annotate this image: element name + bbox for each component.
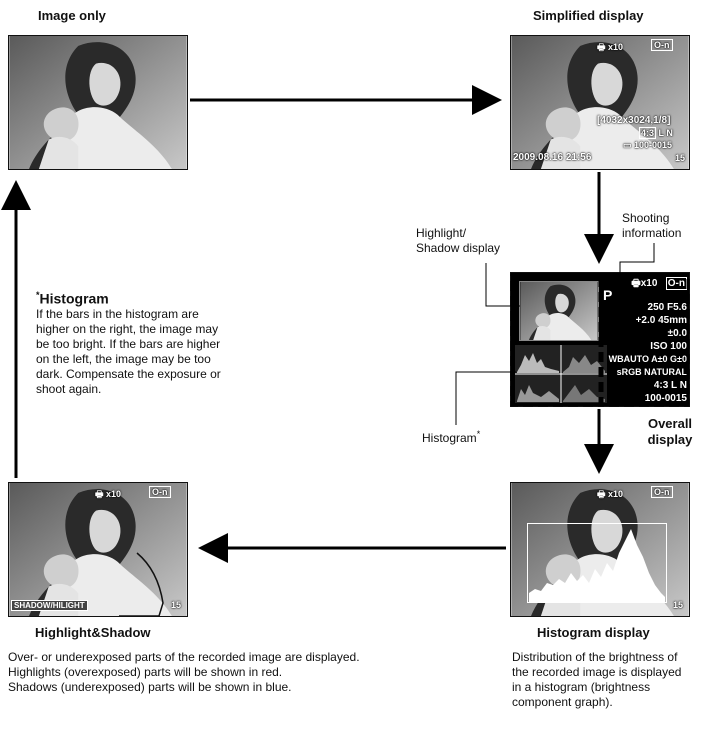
protect-icon: O-n: [651, 486, 673, 498]
simplified-display-screen: 🖶 x10 O-n [4032x3024,1/8] 4:3 L N ▭ 100-…: [510, 35, 690, 170]
info-shooting-mode: P: [603, 287, 613, 303]
info-shutter-aperture: 250 F5.6: [647, 302, 687, 313]
highlight-shadow-screen: 🖶 x10 O-n SHADOW/HILIGHT 15: [8, 482, 188, 617]
info-white-balance: WBAUTO A±0 G±0: [608, 354, 687, 364]
photo-image: [9, 483, 187, 616]
protect-icon: O-n: [651, 39, 673, 51]
callout-histogram: [455, 371, 516, 425]
overall-histogram: [515, 345, 607, 403]
shadow-hilight-badge: SHADOW/HILIGHT: [11, 600, 88, 611]
histogram-note-title: *Histogram: [36, 290, 109, 307]
file-number: ▭ 100-0015: [623, 140, 673, 150]
callout-highlight-shadow: [485, 263, 520, 307]
image-only-screen: [8, 35, 188, 170]
datetime-text: 2009.08.16 21:56: [513, 152, 592, 163]
histogram-label: Histogram*: [422, 429, 481, 445]
print-reservation: 🖶 x10: [597, 489, 624, 499]
highlight-shadow-display-label: Highlight/ Shadow display: [416, 226, 501, 255]
highlight-shadow-description: Over- or underexposed parts of the recor…: [8, 650, 360, 694]
info-file-number: 100-0015: [644, 393, 687, 404]
print-reservation: 🖶 x10: [95, 489, 122, 499]
frame-number: 15: [675, 153, 686, 163]
info-aspect-quality: 4:3 L N: [653, 380, 687, 391]
print-reservation: 🖶 x10: [597, 42, 624, 52]
overall-display-title: Overall display: [647, 416, 693, 447]
highlight-shadow-title: Highlight&Shadow: [35, 625, 151, 640]
aspect-quality: 4:3 L N: [639, 127, 673, 139]
callout-shooting-info: [619, 243, 655, 275]
info-flash-compensation: ±0.0: [667, 328, 687, 339]
shooting-info-panel: 🖶x10 O-n P 250 F5.6 +2.0 45mm ±0.0 ISO 1…: [603, 277, 687, 418]
histogram-display-description: Distribution of the brightness of the re…: [512, 650, 682, 709]
shooting-information-label: Shooting information: [622, 211, 682, 240]
histogram-graph: [527, 523, 667, 603]
simplified-display-title: Simplified display: [533, 8, 644, 23]
info-frame: 15: [675, 406, 687, 417]
histogram-note-body: If the bars in the histogram are higher …: [36, 306, 221, 396]
info-iso: ISO 100: [650, 341, 687, 352]
histogram-display-screen: 🖶 x10 O-n 15: [510, 482, 690, 617]
thumbnail-dashed-frame: [510, 273, 602, 407]
resolution-text: [4032x3024,1/8]: [597, 115, 671, 126]
image-only-title: Image only: [38, 8, 106, 23]
frame-number: 15: [673, 600, 684, 610]
info-header: 🖶x10 O-n: [631, 277, 687, 290]
protect-icon: O-n: [149, 486, 171, 498]
frame-number: 15: [171, 600, 182, 610]
histogram-display-title: Histogram display: [537, 625, 650, 640]
histogram-note: *Histogram If the bars in the histogram …: [36, 287, 306, 397]
info-dashed-frame: [600, 273, 690, 407]
info-exposure-focal: +2.0 45mm: [635, 315, 687, 326]
info-color-picture: sRGB NATURAL: [616, 367, 687, 377]
